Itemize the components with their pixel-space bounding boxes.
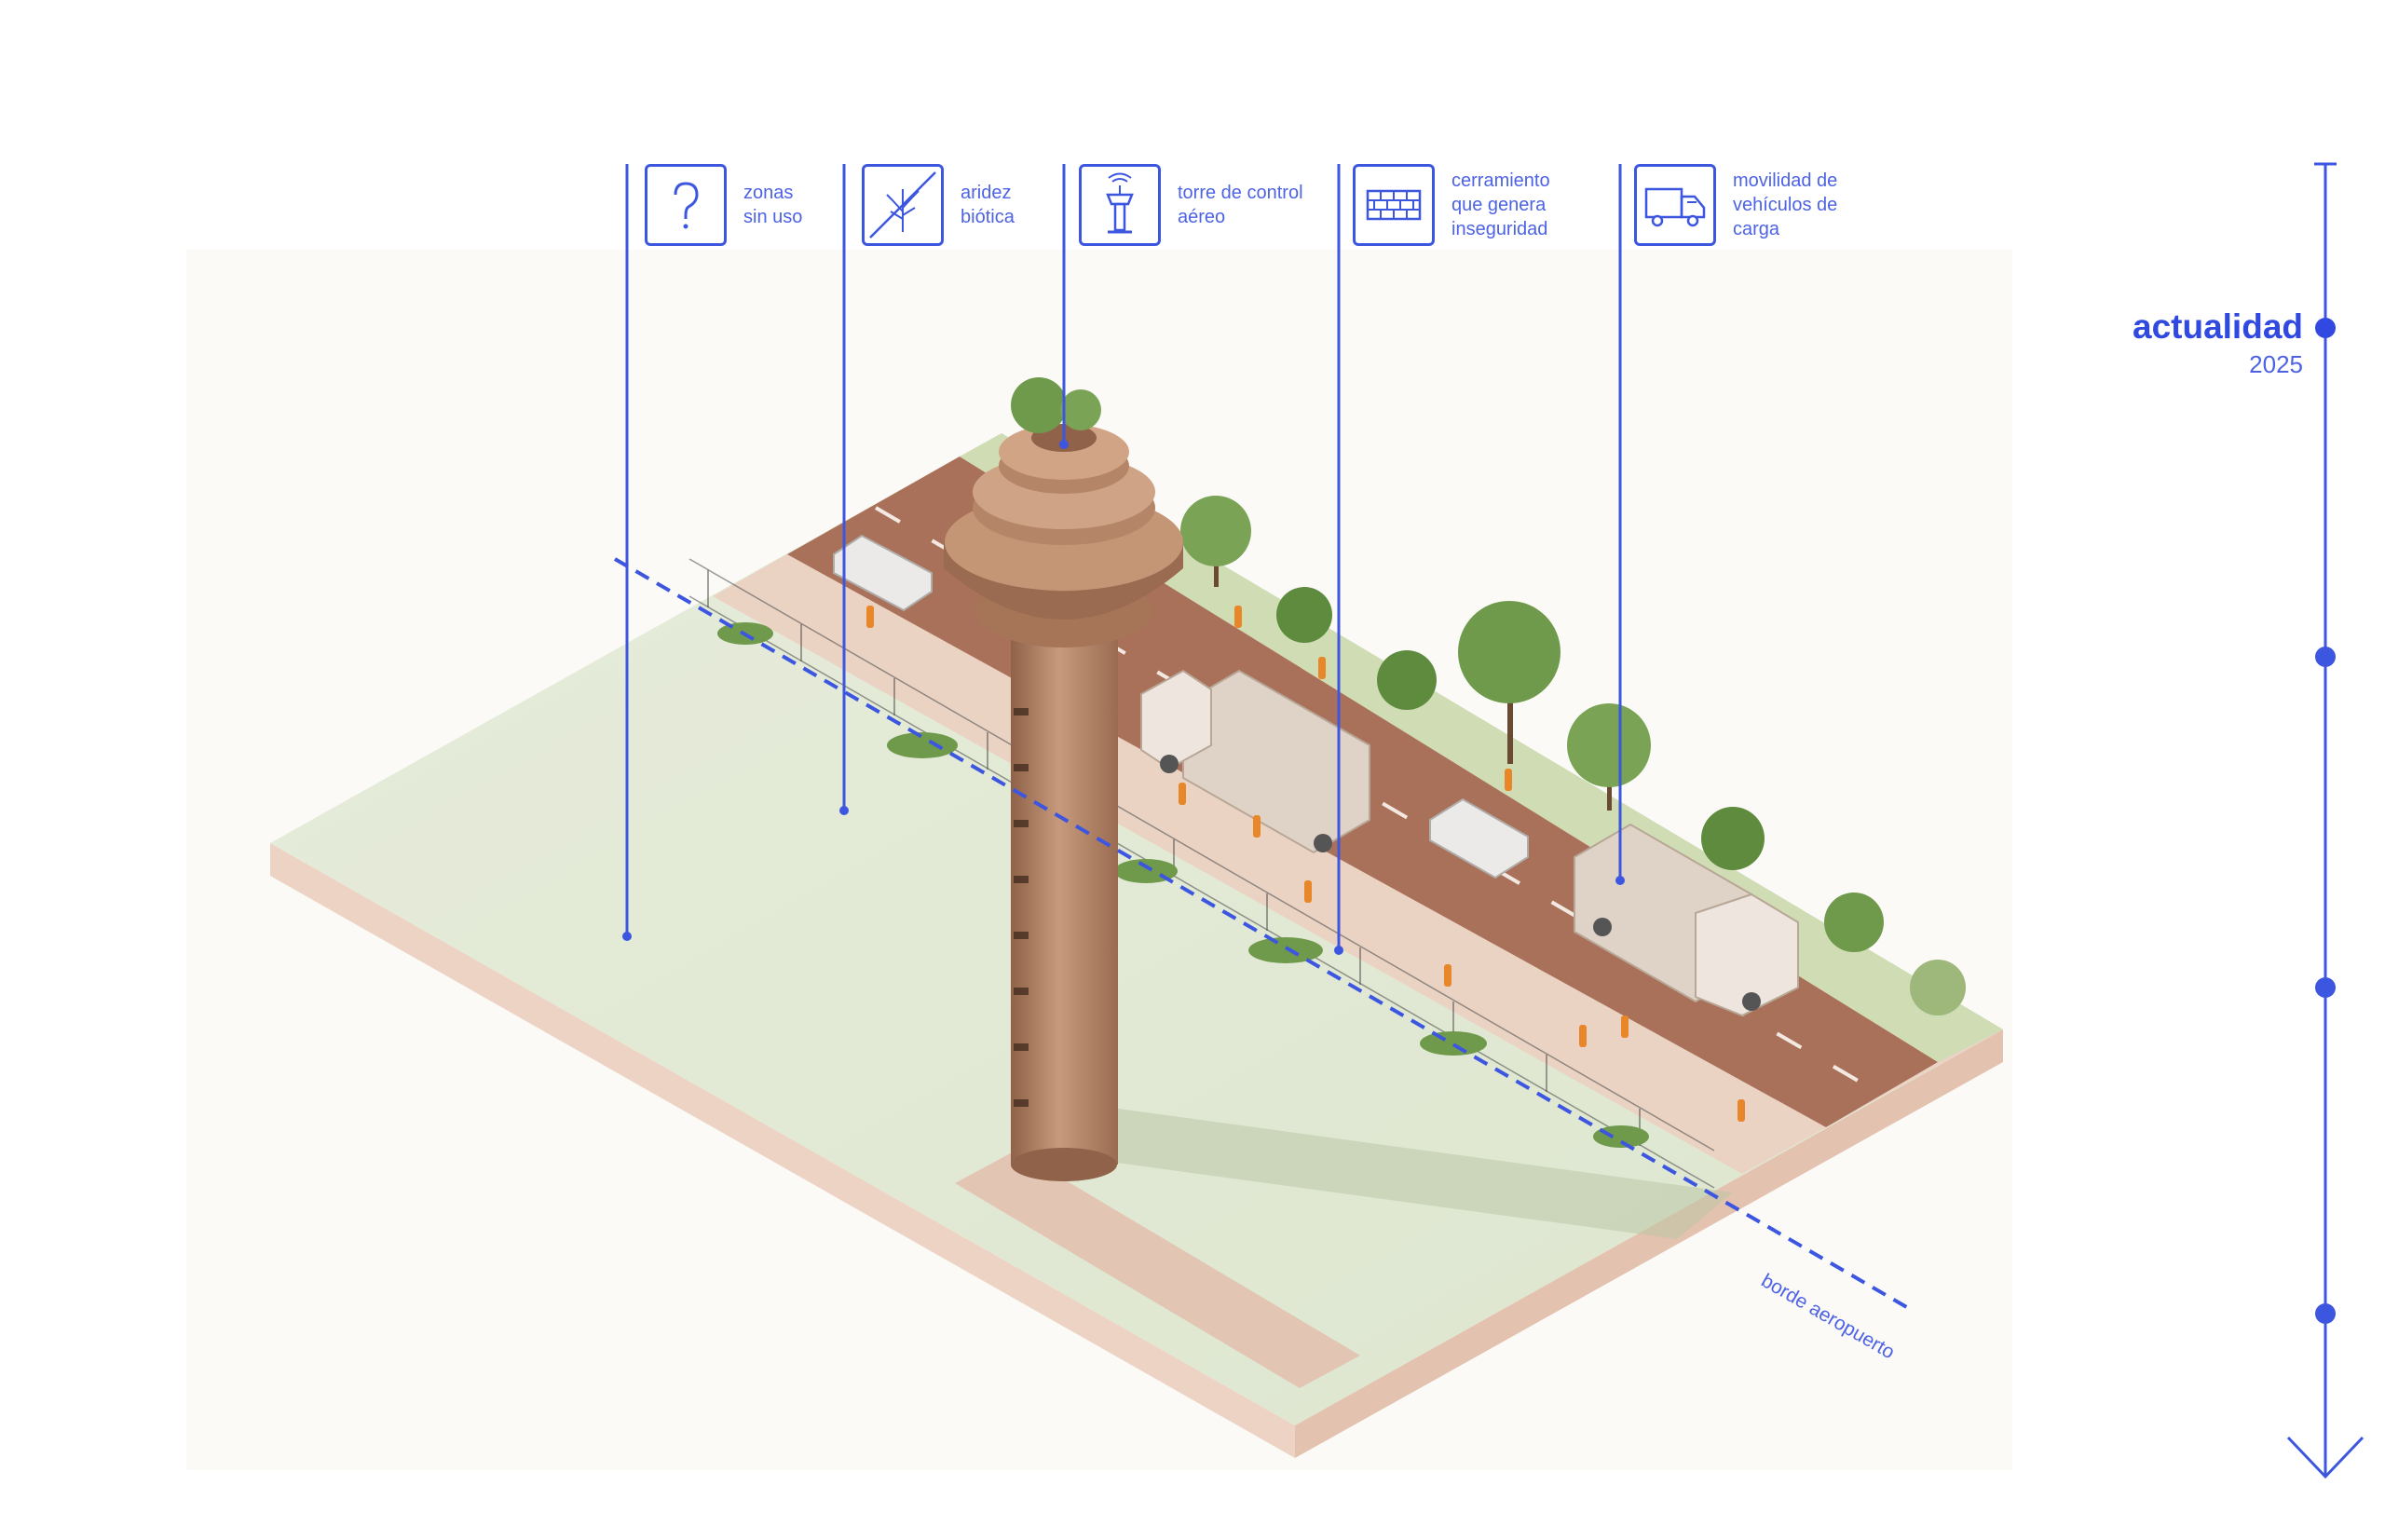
- slab-left-side: [270, 843, 1295, 1458]
- legend-label: zonas sin uso: [743, 183, 803, 227]
- cargo-truck-icon: [1634, 164, 1716, 246]
- slab-right-side: [1295, 1029, 2003, 1458]
- legend-label: aridez biótica: [961, 183, 1015, 227]
- security-fence: [688, 558, 1715, 1189]
- timeline-dot[interactable]: [2315, 977, 2336, 998]
- legend-label: torre de control aéreo: [1178, 183, 1303, 227]
- legend-label: cerramiento que genera inseguridad: [1451, 170, 1550, 239]
- leader-dots: [622, 440, 1625, 955]
- tower-shadow: [1062, 1109, 1733, 1239]
- leader-lines: [625, 164, 1622, 950]
- question-mark-icon: [645, 164, 727, 246]
- tower-path: [955, 1151, 1360, 1388]
- trees: [1180, 496, 1966, 1015]
- timeline-title: actualidad: [2133, 307, 2303, 346]
- airport-edge-line: [613, 557, 1912, 1311]
- legend-label: movilidad de vehículos de carga: [1733, 170, 1838, 239]
- cargo-truck-1: [1140, 669, 1370, 854]
- shrubs: [717, 622, 1649, 1148]
- control-tower: [944, 377, 1183, 1181]
- timeline-year: 2025: [2249, 350, 2303, 378]
- car-2: [1429, 797, 1529, 879]
- timeline-dot[interactable]: [2315, 647, 2336, 667]
- control-tower-icon: [1079, 164, 1161, 246]
- brick-wall-icon: [1353, 164, 1435, 246]
- car-1: [833, 534, 933, 612]
- timeline: [2286, 162, 2365, 1479]
- timeline-dot[interactable]: [2315, 1303, 2336, 1324]
- crossed-tree-icon: [862, 164, 944, 246]
- timeline-dot-current[interactable]: [2315, 318, 2336, 338]
